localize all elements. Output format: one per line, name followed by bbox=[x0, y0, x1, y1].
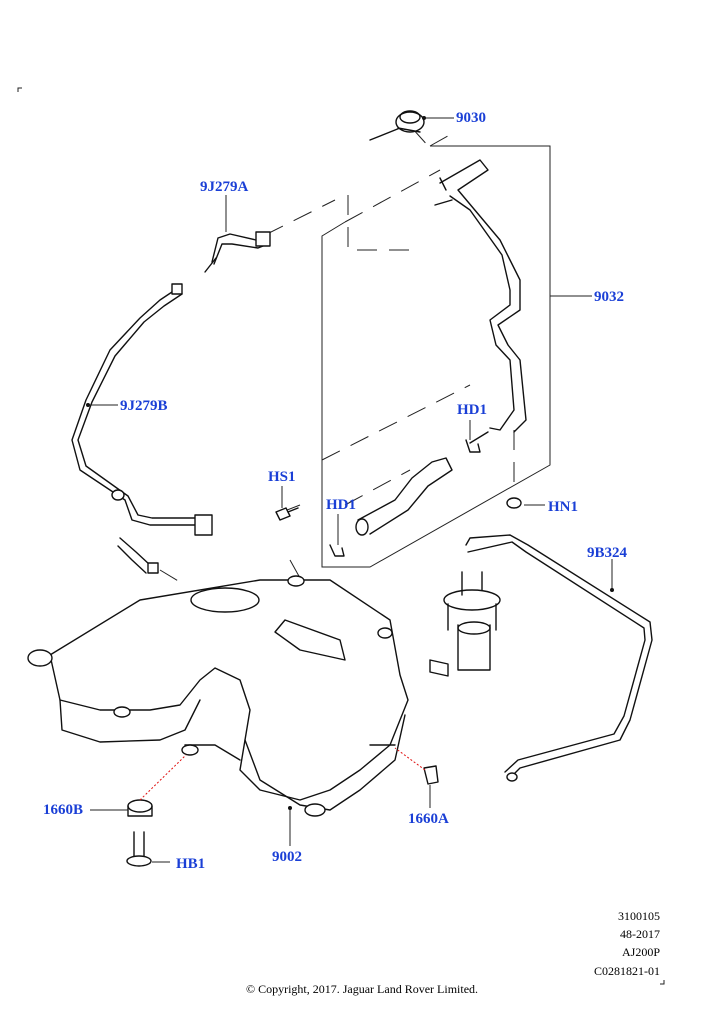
callout-9032[interactable]: 9032 bbox=[594, 289, 624, 305]
copyright-notice: © Copyright, 2017. Jaguar Land Rover Lim… bbox=[245, 982, 479, 996]
callout-HS1[interactable]: HS1 bbox=[268, 469, 296, 485]
tank-mount-insulator-a[interactable] bbox=[394, 747, 439, 808]
filler-pipe-part[interactable] bbox=[434, 159, 592, 433]
tank-bolt[interactable] bbox=[126, 831, 170, 867]
filler-hose-part[interactable] bbox=[355, 431, 489, 536]
fuel-tank-part[interactable] bbox=[27, 575, 409, 846]
nut-part[interactable] bbox=[506, 497, 545, 509]
screw-part[interactable] bbox=[275, 486, 299, 521]
callout-1660A[interactable]: 1660A bbox=[408, 811, 449, 827]
filler-cap-part[interactable] bbox=[369, 110, 454, 141]
fuel-pump-module[interactable] bbox=[429, 571, 501, 677]
filler-assembly-frame bbox=[321, 131, 551, 568]
reference-line-1: 3100105 bbox=[618, 909, 660, 923]
callout-HD1-upper[interactable]: HD1 bbox=[457, 402, 487, 418]
tank-mount-insulator-b[interactable] bbox=[90, 754, 187, 817]
callout-9J279A[interactable]: 9J279A bbox=[200, 179, 249, 195]
reference-line-3: AJ200P bbox=[621, 945, 660, 959]
callout-1660B[interactable]: 1660B bbox=[43, 802, 84, 818]
corner-mark bbox=[17, 87, 22, 92]
wiring-harness-part[interactable] bbox=[71, 283, 213, 574]
harness-connector-part[interactable] bbox=[204, 195, 271, 273]
hose-clamp-upper[interactable] bbox=[465, 420, 481, 453]
assembly-lines bbox=[159, 127, 515, 586]
reference-line-4: C0281821-01 bbox=[594, 964, 660, 978]
callout-9J279B[interactable]: 9J279B bbox=[120, 398, 168, 414]
callout-HB1[interactable]: HB1 bbox=[176, 856, 206, 872]
reference-line-2: 48-2017 bbox=[620, 927, 660, 941]
callout-HN1[interactable]: HN1 bbox=[548, 499, 578, 515]
corner-mark bbox=[660, 980, 665, 985]
hose-clamp-lower[interactable] bbox=[329, 514, 345, 557]
callout-9030[interactable]: 9030 bbox=[456, 110, 486, 126]
callout-9002[interactable]: 9002 bbox=[272, 849, 302, 865]
callout-HD1-lower[interactable]: HD1 bbox=[326, 497, 356, 513]
callout-9B324[interactable]: 9B324 bbox=[587, 545, 628, 561]
fuel-line-part[interactable] bbox=[465, 534, 653, 782]
